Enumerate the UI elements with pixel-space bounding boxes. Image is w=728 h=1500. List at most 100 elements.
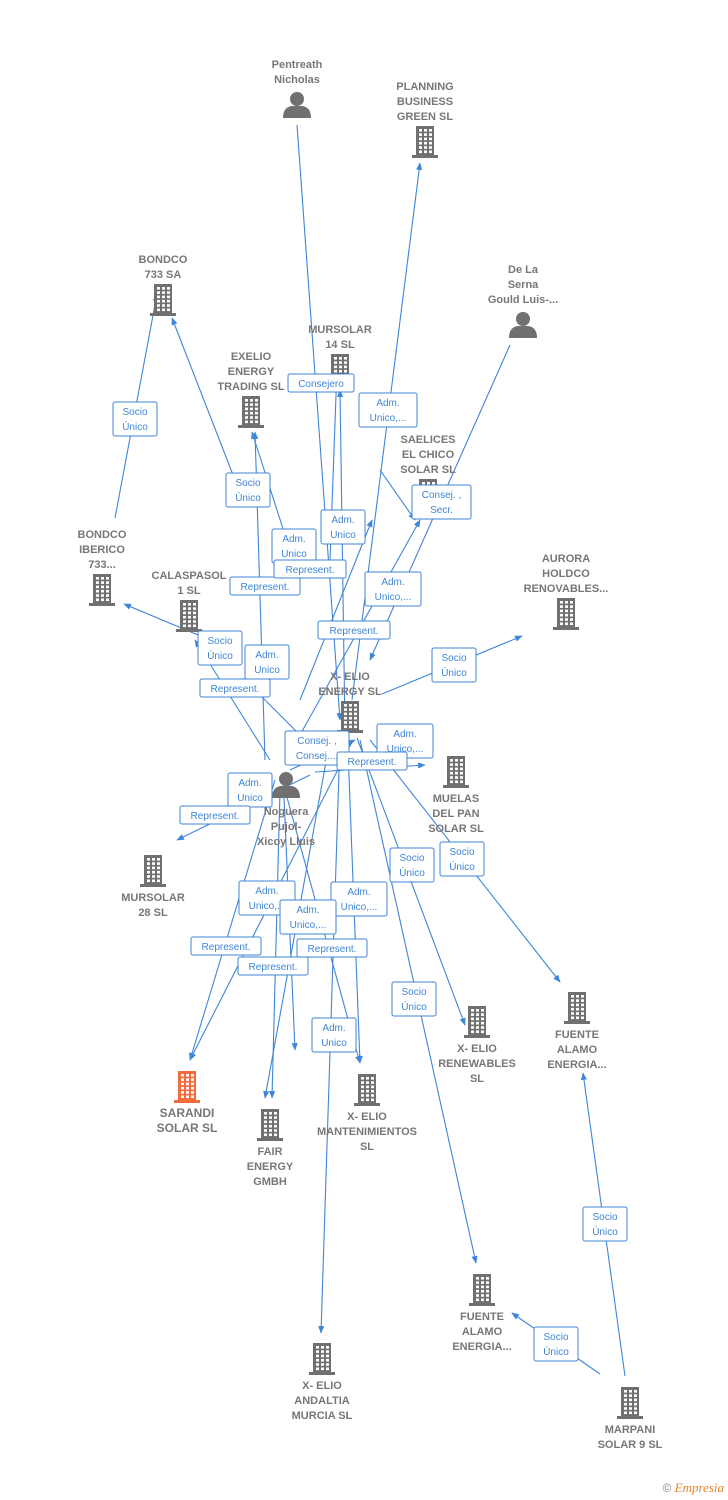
node-aurora[interactable]: AURORAHOLDCORENOVABLES... [524,553,609,630]
node-label-line: GREEN SL [397,111,454,123]
node-label-line: SAELICES [400,434,455,446]
node-bondcoiberico[interactable]: BONDCOIBERICO733... [78,529,127,606]
edge-label-e1[interactable]: Consejero [287,373,355,393]
edge-label-e8[interactable]: Represent. [229,576,301,596]
edge-label-e13[interactable]: Adm.Unico [244,644,290,680]
edge-label-e7[interactable]: Adm. Unico [320,509,366,545]
edge-label-e18[interactable]: Represent. [336,751,408,771]
building-icon [238,396,264,428]
node-label-line: Serna [508,279,539,291]
node-label-line: ANDALTIA [294,1395,349,1407]
edge-label-text: Adm. [331,515,354,526]
building-icon [354,1074,380,1106]
edge-label-e15[interactable]: Represent. [199,678,271,698]
node-label-line: CALASPASOL [152,570,227,582]
node-label-line: 14 SL [325,339,355,351]
edge-label-e24[interactable]: Adm.Unico,... [330,881,388,917]
edge-label-e30[interactable]: Adm.Unico [311,1017,357,1053]
node-label-line: FAIR [257,1146,282,1158]
footer-credit: © Empresia [662,1480,724,1496]
brand-logo[interactable]: Empresia [674,1480,724,1495]
edge-label-e6[interactable]: Adm.Unico [271,528,317,564]
edge-label-e26[interactable]: Represent. [190,936,262,956]
edge-label-e20[interactable]: Represent. [179,805,251,825]
node-xeliorenew[interactable]: X- ELIO RENEWABLES SL [438,1006,516,1085]
edge-label-e28[interactable]: Represent. [237,956,309,976]
node-label-line: MURCIA SL [292,1410,353,1422]
copyright-symbol: © [662,1481,672,1495]
edge-label-e10[interactable]: Adm.Unico,... [364,571,422,607]
edge-label-text: Unico,... [387,744,424,755]
node-fuente2[interactable]: FUENTEALAMOENERGIA... [452,1274,512,1353]
node-label-line: Xicoy Lluis [257,836,315,848]
edge-label-text: Consej. , [422,490,461,501]
node-label-line: SL [360,1141,374,1153]
edge-label-text: Unico,... [341,902,378,913]
node-label-line: SOLAR SL [400,464,456,476]
node-label-line: RENEWABLES [438,1058,516,1070]
edge-label-e11[interactable]: Represent. [317,620,391,640]
edge-label-text: Represent. [286,565,335,576]
node-label-line: BONDCO [139,254,188,266]
node-label-line: ENERGY SL [318,686,382,698]
node-label-line: MUELAS [433,793,479,805]
node-label-line: EL CHICO [402,449,455,461]
edge-label-e9[interactable]: Represent. [273,559,347,579]
node-label-line: SOLAR 9 SL [598,1439,663,1451]
edge-label-text: Socio [401,987,426,998]
node-label-line: GMBH [253,1176,287,1188]
edge-label-text: Adm. [255,886,278,897]
building-icon [257,1109,283,1141]
edge-label-text: Unico [330,530,356,541]
node-label-line: X- ELIO [457,1043,497,1055]
edge-line-28 [189,779,276,1061]
building-icon [443,756,469,788]
edge-label-e2[interactable]: Adm.Unico,... [358,392,418,428]
edge-label-e5[interactable]: Consej. ,Secr. [411,484,472,520]
building-icon [617,1387,643,1419]
edge-label-text: Represent. [249,962,298,973]
node-fuente1[interactable]: FUENTEALAMOENERGIA... [547,992,607,1071]
edge-label-e19[interactable]: Adm.Unico [227,772,273,808]
edge-label-text: Unico,... [375,592,412,603]
node-label-line: SL [470,1073,484,1085]
node-label-line: Noguera [264,806,310,818]
edge-label-text: Unico [237,793,263,804]
building-icon [412,126,438,158]
node-label-line: PLANNING [396,81,453,93]
edge-label-e27[interactable]: Represent. [296,938,368,958]
node-fair[interactable]: FAIR ENERGY GMBH [247,1109,294,1188]
edge-label-text: Represent. [191,811,240,822]
node-label-line: MURSOLAR [121,892,185,904]
edge-label-e17[interactable]: Consej. ,Consej.... [284,730,350,766]
node-label-line: ALAMO [557,1044,598,1056]
edge-label-e25[interactable]: Adm.Unico,... [279,899,337,935]
node-label-line: ENERGY [228,366,275,378]
node-label-line: ENERGY [247,1161,294,1173]
edge-label-text: Consej. , [297,736,336,747]
edge-label-text: Único [543,1345,569,1358]
